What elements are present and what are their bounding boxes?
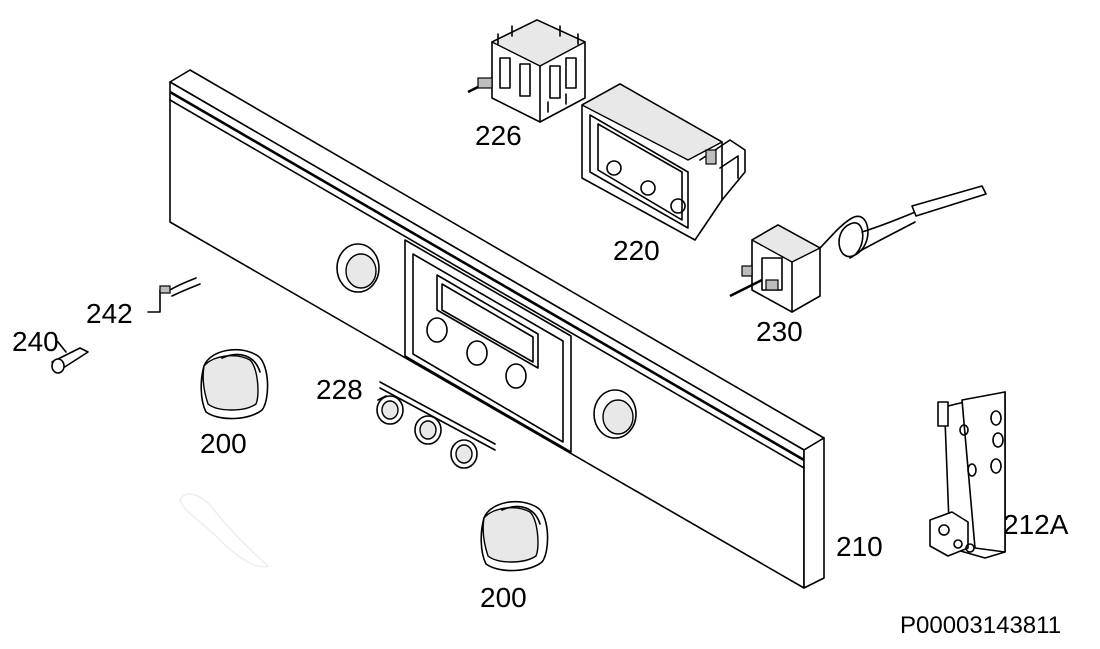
part-label-226: 226 [475,120,522,151]
control-panel-210 [169,69,825,589]
programmer-226 [467,19,586,123]
knob-200-bottom [480,500,549,572]
wire-242 [147,277,201,313]
part-label-200-bottom: 200 [480,582,527,613]
part-label-212a: 212A [1003,509,1069,540]
pushbuttons-228 [376,381,496,469]
drawing-code: P00003143811 [900,612,1062,639]
part-label-220: 220 [613,235,660,266]
part-label-240: 240 [12,326,59,357]
thermostat-230 [729,185,987,313]
ghost-outline [179,493,270,568]
knob-200-left [200,348,269,420]
part-label-228: 228 [316,374,363,405]
electronic-module-220 [581,83,746,241]
part-label-242: 242 [86,298,133,329]
part-label-210: 210 [836,531,883,562]
part-label-200-left: 200 [200,428,247,459]
part-label-230: 230 [756,316,803,347]
bracket-212a [929,391,1006,559]
lamp-240 [51,341,89,374]
